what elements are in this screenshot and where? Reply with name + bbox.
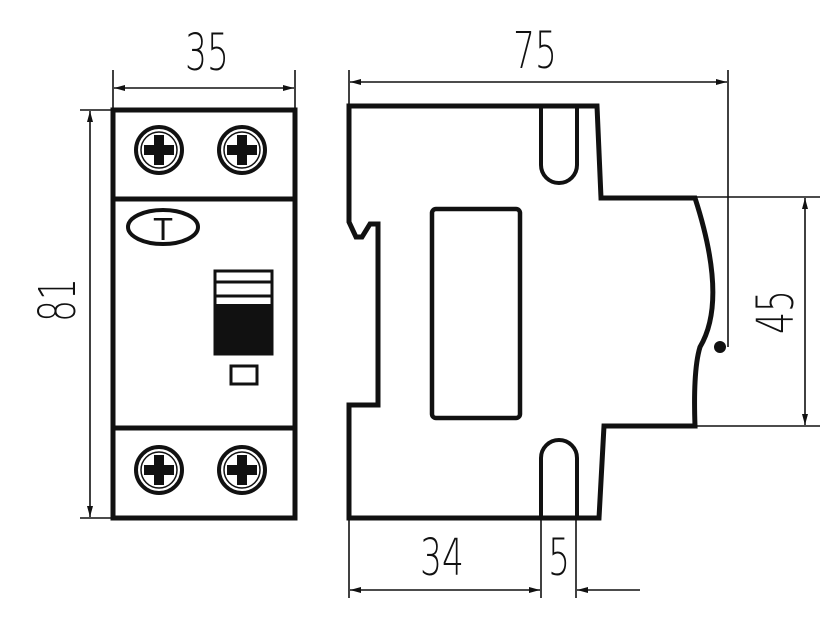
dimension-label-depth: 75 (513, 22, 557, 81)
screw-terminal-icon (134, 445, 184, 495)
dimension-label-slot-width: 5 (548, 529, 570, 588)
front-view: T (110, 107, 298, 521)
dimension-label-rail-offset: 34 (420, 529, 464, 588)
side-body-outline (346, 103, 716, 521)
screw-terminal-icon (134, 125, 184, 175)
screw-terminal-icon (217, 125, 267, 175)
lever-pivot-dot (714, 341, 726, 353)
top-mounting-slot (539, 106, 579, 185)
dimension-5: 5 (548, 529, 640, 593)
dimension-label-width: 35 (185, 24, 229, 83)
dimension-label-face-height: 45 (747, 290, 806, 334)
dimension-35: 35 (112, 24, 296, 108)
label-window (429, 206, 523, 421)
front-body-outline (110, 107, 298, 521)
status-indicator-icon (229, 364, 259, 386)
toggle-switch-icon (213, 269, 274, 356)
dimension-45: 45 (695, 196, 820, 427)
dimension-75: 75 (348, 22, 729, 347)
dimension-81: 81 (29, 109, 113, 519)
screw-terminal-icon (217, 445, 267, 495)
bottom-mounting-slot (539, 438, 579, 518)
side-view (346, 103, 726, 521)
dimension-34: 34 (348, 518, 577, 598)
dimension-label-height: 81 (29, 278, 88, 322)
test-button-icon (126, 208, 200, 246)
test-button-label: T (153, 213, 173, 248)
